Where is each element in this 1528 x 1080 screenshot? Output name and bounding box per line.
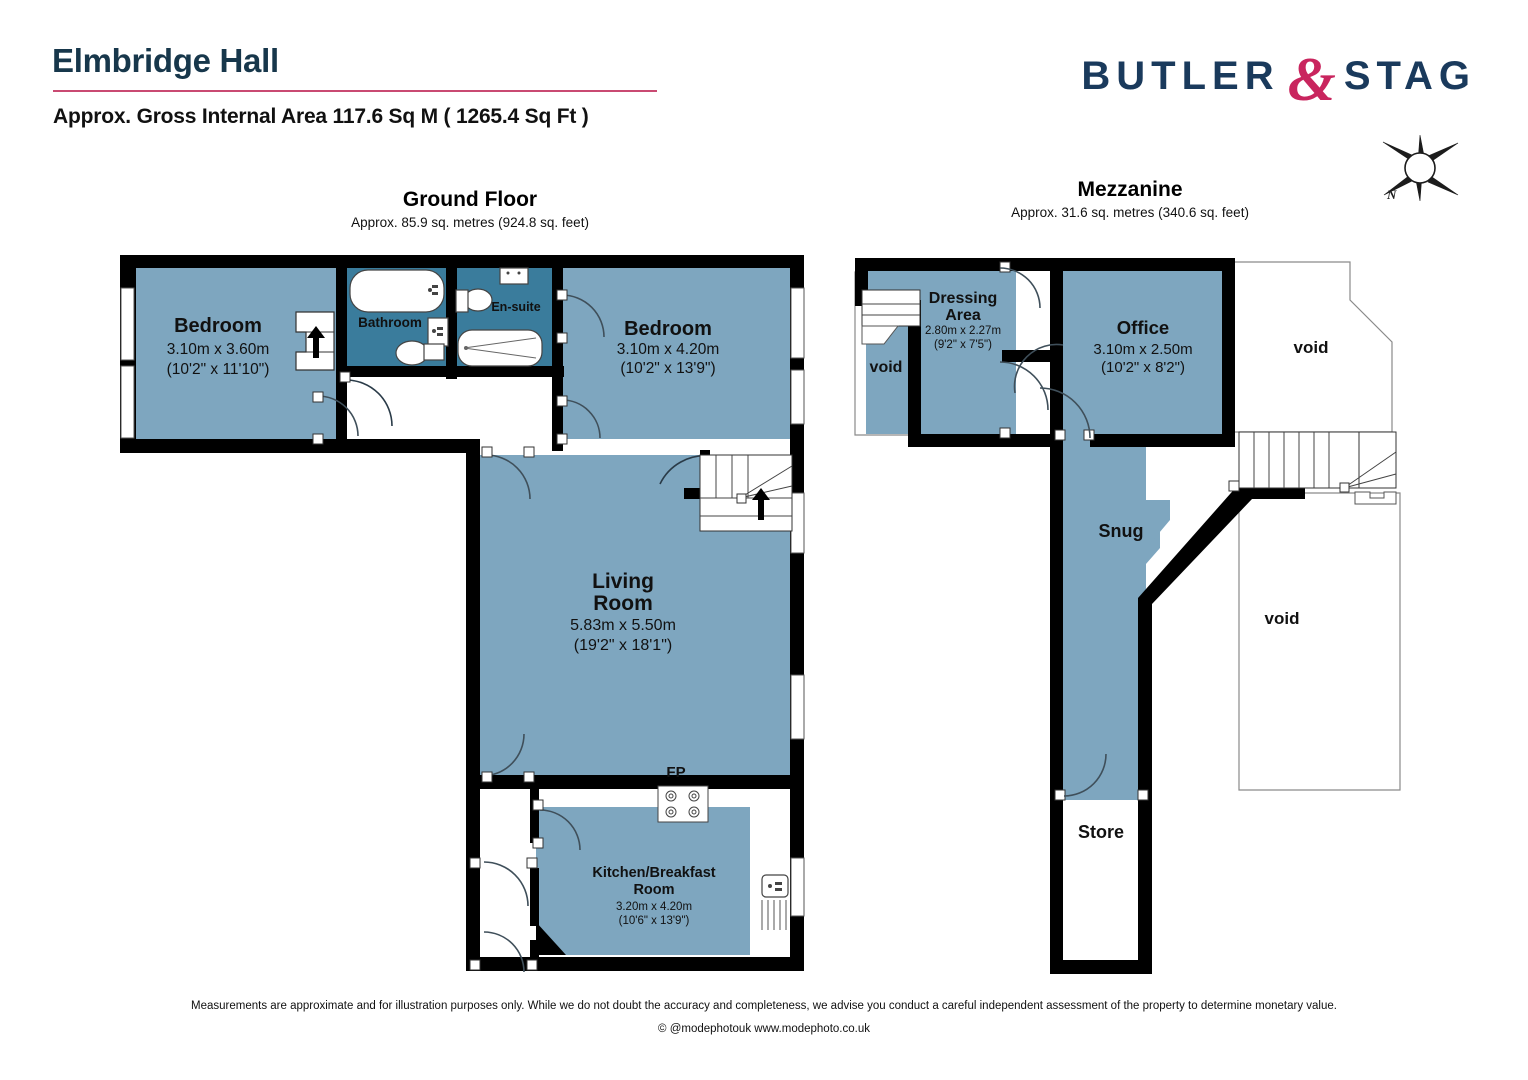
label-living-room-metric: 5.83m x 5.50m xyxy=(570,617,676,634)
compass-rose-icon: N xyxy=(1382,134,1459,202)
label-bedroom-left-metric: 3.10m x 3.60m xyxy=(167,341,270,358)
room-fill-snug-corridor xyxy=(1062,434,1146,800)
ground-floor-area: Approx. 85.9 sq. metres (924.8 sq. feet) xyxy=(351,215,589,230)
ground-floor-title: Ground Floor xyxy=(402,188,538,211)
kitchen-fixtures xyxy=(657,785,789,930)
label-void-bottom-right: void xyxy=(1265,609,1300,628)
room-fill-kitchen xyxy=(536,805,750,955)
ensuite-basin-icon xyxy=(499,267,529,285)
shower-tray-icon xyxy=(457,329,543,367)
room-fill-store xyxy=(1062,800,1146,960)
label-bedroom-left-imperial: (10'2" x 11'10") xyxy=(167,361,270,378)
kitchen-side-white xyxy=(750,785,794,955)
mezzanine-title: Mezzanine xyxy=(1077,178,1183,201)
logo-word-stag: STAG xyxy=(1343,54,1476,99)
mezzanine-walls xyxy=(855,258,1305,974)
label-void-left: void xyxy=(870,359,903,376)
footer-disclaimer: Measurements are approximate and for ill… xyxy=(191,1000,1337,1012)
ground-floor-caption: Ground Floor Approx. 85.9 sq. metres (92… xyxy=(325,188,615,230)
title-underline-rule xyxy=(53,90,657,92)
logo-word-butler: BUTLER xyxy=(1081,54,1280,99)
bathtub-icon xyxy=(349,269,445,313)
ground-floor-windows xyxy=(120,287,805,917)
basin-icon xyxy=(427,317,449,347)
compass-north-label: N xyxy=(1386,187,1397,202)
label-store: Store xyxy=(1078,822,1124,842)
label-dressing-area-line1: Dressing xyxy=(929,290,997,307)
label-office-name: Office xyxy=(1117,317,1169,338)
label-kitchen-name-line2: Room xyxy=(633,882,674,898)
mezzanine-caption: Mezzanine Approx. 31.6 sq. metres (340.6… xyxy=(985,178,1275,220)
hob-icon xyxy=(657,785,709,823)
footer-copyright: © @modephotouk www.modephoto.co.uk xyxy=(658,1023,870,1035)
label-dressing-area-line2: Area xyxy=(945,307,981,324)
bathroom-fixtures xyxy=(349,269,449,366)
page-title: Elmbridge Hall xyxy=(52,42,279,79)
logo-ampersand-icon: & xyxy=(1287,46,1336,114)
label-bedroom-left-name: Bedroom xyxy=(174,315,262,337)
entrance-hall xyxy=(478,785,536,970)
label-living-room-name-line2: Room xyxy=(593,592,653,615)
label-kitchen-imperial: (10'6" x 13'9") xyxy=(619,915,690,927)
mezzanine-openings xyxy=(999,261,1240,801)
toilet-icon xyxy=(395,340,429,366)
room-fill-bedroom-right xyxy=(562,267,796,439)
stairs-bedroom-left xyxy=(295,311,335,371)
label-living-room-name-line1: Living xyxy=(592,570,654,593)
mezzanine-plan: void Dressing Area 2.80m x 2.27m (9'2" x… xyxy=(854,258,1401,974)
label-office-metric: 3.10m x 2.50m xyxy=(1093,341,1192,358)
label-void-top-right: void xyxy=(1294,338,1329,357)
ensuite-fixtures xyxy=(455,267,543,367)
stairs-mezzanine-left xyxy=(861,289,921,345)
label-snug: Snug xyxy=(1099,521,1144,541)
stairs-living-room xyxy=(699,454,793,532)
mezzanine-door-swings xyxy=(999,267,1107,797)
butler-and-stag-logo: BUTLER & STAG xyxy=(1081,49,1476,110)
label-kitchen-name-line1: Kitchen/Breakfast xyxy=(592,865,715,881)
label-bathroom: Bathroom xyxy=(358,315,422,330)
ground-floor-plan: Bedroom 3.10m x 3.60m (10'2" x 11'10") B… xyxy=(120,255,805,973)
label-ensuite: En-suite xyxy=(491,300,540,314)
label-bedroom-right-metric: 3.10m x 4.20m xyxy=(617,341,720,358)
mezzanine-area: Approx. 31.6 sq. metres (340.6 sq. feet) xyxy=(1011,205,1249,220)
label-bedroom-right-name: Bedroom xyxy=(624,318,712,340)
label-kitchen-metric: 3.20m x 4.20m xyxy=(616,901,692,913)
gross-internal-area-subtitle: Approx. Gross Internal Area 117.6 Sq M (… xyxy=(53,105,589,128)
room-fill-hall-2 xyxy=(456,377,552,439)
sink-icon xyxy=(761,874,789,898)
label-fireplace: FP xyxy=(666,764,685,781)
stairs-mezzanine-right xyxy=(1238,431,1397,505)
label-bedroom-right-imperial: (10'2" x 13'9") xyxy=(620,360,715,377)
room-fill-hall xyxy=(336,377,456,439)
label-office-imperial: (10'2" x 8'2") xyxy=(1101,359,1185,376)
label-dressing-area-imperial: (9'2" x 7'5") xyxy=(934,339,992,351)
label-dressing-area-metric: 2.80m x 2.27m xyxy=(925,325,1001,337)
ground-floor-door-jambs xyxy=(312,289,568,971)
label-living-room-imperial: (19'2" x 18'1") xyxy=(574,637,672,654)
